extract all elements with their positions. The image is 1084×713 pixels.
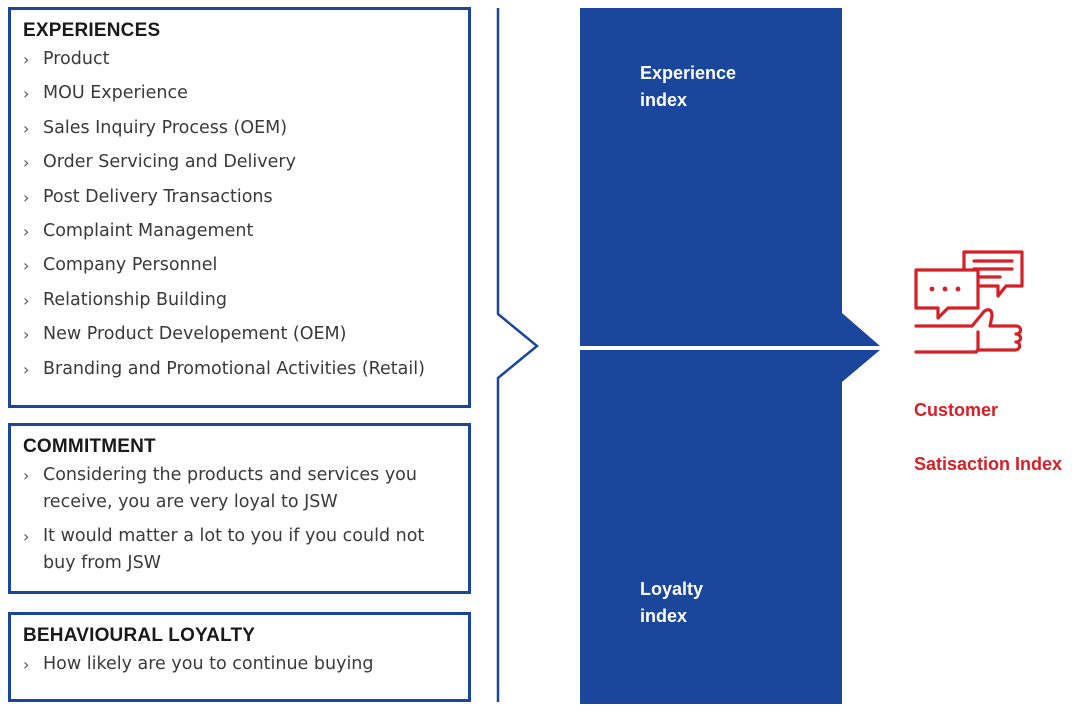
item-text: Order Servicing and Delivery: [43, 152, 296, 173]
experiences-box: EXPERIENCES › Product › MOU Experience › Sa…: [8, 7, 471, 408]
list-item: › MOU Experience: [23, 80, 456, 114]
list-item: › Sales Inquiry Process (OEM): [23, 115, 456, 149]
list-item: › How likely are you to continue buying: [23, 651, 456, 678]
experiences-title: EXPERIENCES: [23, 20, 161, 41]
list-item: › New Product Developement (OEM): [23, 321, 456, 355]
csi-label-line2: Satisaction Index: [914, 454, 1063, 474]
chevron-right-icon: ›: [23, 84, 30, 104]
customer-satisfaction-index-label: Customer Satisaction Index: [914, 370, 1084, 505]
list-item: › Branding and Promotional Activities (Re…: [23, 356, 456, 390]
chevron-right-icon: ›: [23, 290, 30, 310]
chevron-right-icon: ›: [23, 118, 30, 138]
item-text: Company Personnel: [43, 255, 218, 276]
loyalty-index-block: [580, 350, 880, 704]
chevron-right-icon: ›: [23, 527, 30, 546]
list-item: › Considering the products and services y…: [23, 462, 456, 516]
chevron-right-icon: ›: [23, 359, 30, 379]
commitment-box: COMMITMENT › Considering the products and…: [8, 423, 471, 594]
item-text: Complaint Management: [43, 220, 254, 241]
chevron-right-icon: ›: [23, 466, 30, 485]
chevron-right-icon: ›: [23, 153, 30, 173]
item-text: Sales Inquiry Process (OEM): [43, 117, 288, 138]
behavioural-loyalty-title: BEHAVIOURAL LOYALTY: [23, 625, 256, 646]
item-text: Considering the products and services yo…: [43, 465, 417, 512]
behavioural-loyalty-box: BEHAVIOURAL LOYALTY › How likely are you …: [8, 612, 471, 702]
experience-index-block: [580, 8, 880, 346]
item-text: New Product Developement (OEM): [43, 324, 347, 345]
list-item: › Relationship Building: [23, 287, 456, 321]
chevron-right-icon: ›: [23, 325, 30, 345]
list-item: › Complaint Management: [23, 218, 456, 252]
list-item: › Order Servicing and Delivery: [23, 149, 456, 183]
item-text: Product: [43, 49, 110, 69]
item-text: Relationship Building: [43, 289, 227, 310]
commitment-title: COMMITMENT: [23, 436, 156, 457]
item-text: It would matter a lot to you if you coul…: [43, 526, 425, 573]
experience-index-label-line1: Experience: [640, 63, 737, 83]
loyalty-index-label-line1: Loyalty: [640, 579, 704, 599]
chevron-right-icon: ›: [23, 221, 30, 241]
list-item: › Product: [23, 46, 456, 80]
item-text: Branding and Promotional Activities (Ret…: [43, 358, 425, 379]
commitment-list: › Considering the products and services y…: [23, 462, 456, 577]
list-item: › It would matter a lot to you if you cou…: [23, 523, 456, 577]
list-item: › Post Delivery Transactions: [23, 184, 456, 218]
item-text: Post Delivery Transactions: [43, 186, 273, 207]
experiences-list: › Product › MOU Experience › Sales Inquiry …: [23, 46, 456, 390]
csi-label-line1: Customer: [914, 400, 999, 420]
chevron-right-icon: ›: [23, 50, 30, 69]
loyalty-index-label: Loyalty index: [640, 576, 800, 630]
list-item: › Company Personnel: [23, 252, 456, 286]
grouping-brace: [496, 8, 539, 702]
chevron-right-icon: ›: [23, 187, 30, 207]
behavioural-loyalty-list: › How likely are you to continue buying: [23, 651, 456, 678]
experience-index-label-line2: index: [640, 90, 688, 110]
experience-index-label: Experience index: [640, 60, 800, 114]
feedback-chat-thumbs-up-icon: [914, 250, 1024, 354]
item-text: MOU Experience: [43, 83, 188, 104]
loyalty-index-label-line2: index: [640, 606, 688, 626]
chevron-right-icon: ›: [23, 256, 30, 276]
chevron-right-icon: ›: [23, 655, 30, 674]
item-text: How likely are you to continue buying: [43, 654, 374, 674]
